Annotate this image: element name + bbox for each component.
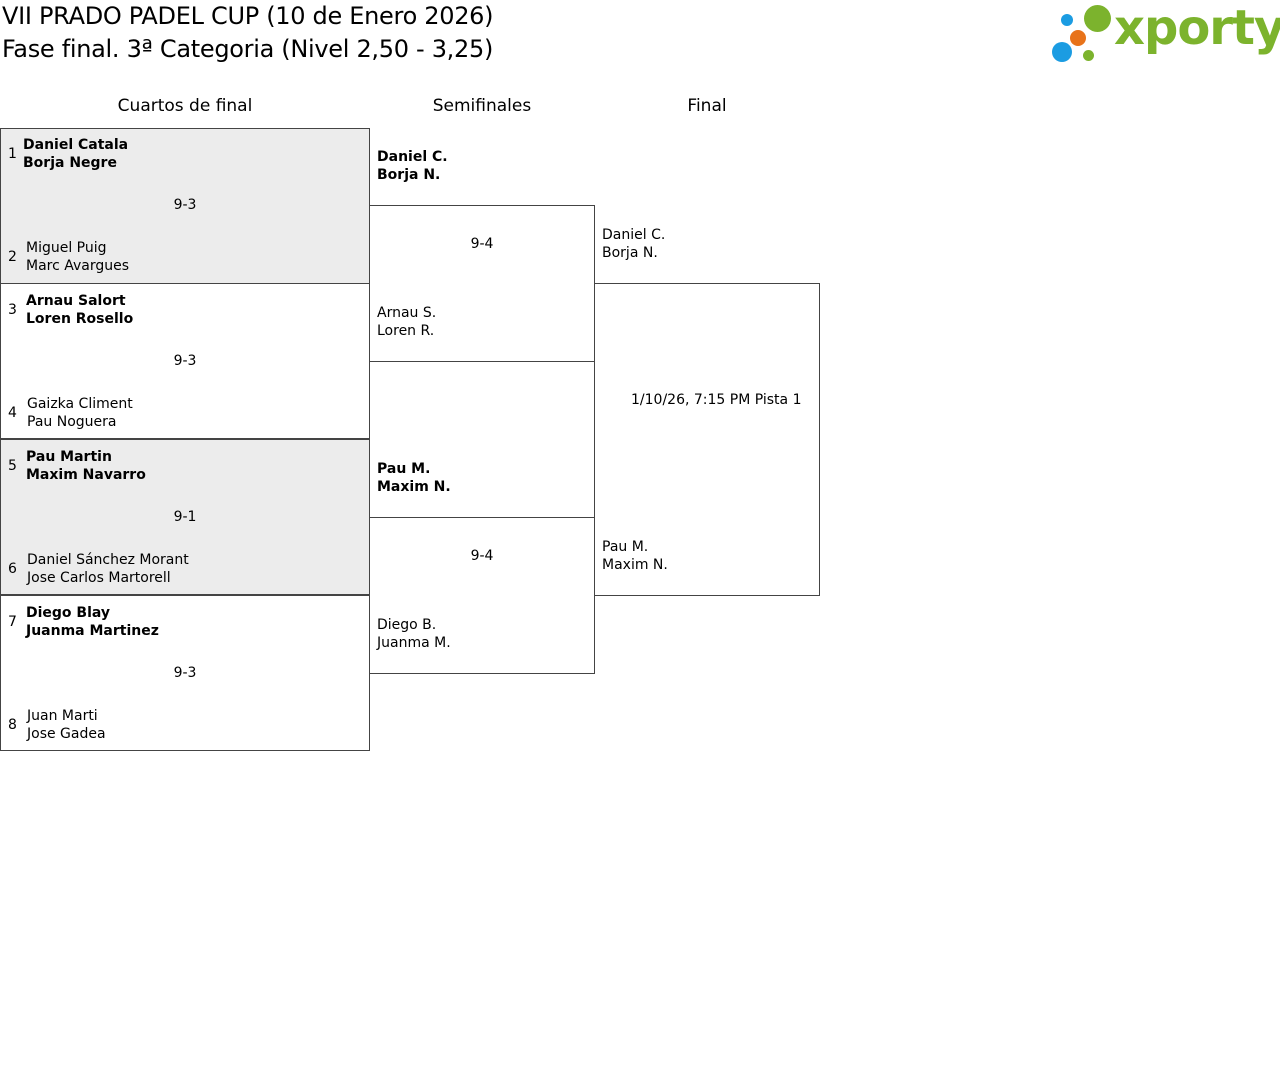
semifinal-1-team-winner: Daniel C. Borja N. [377,148,448,184]
player-name: Miguel Puig [26,240,107,256]
match-score: 9-4 [470,548,494,564]
player-name: Borja N. [377,167,441,183]
round-header-quarterfinals: Cuartos de final [117,96,253,116]
logo-wordmark: xporty [1114,0,1280,56]
team-winner: Diego Blay Juanma Martinez [26,604,159,640]
round-header-final: Final [687,96,727,116]
quarterfinal-match-4[interactable]: 7 Diego Blay Juanma Martinez 9-3 8 Juan … [0,595,370,751]
match-score: 9-3 [173,197,197,213]
xporty-logo: xporty [1050,0,1280,68]
match-score: 9-3 [173,353,197,369]
match-score: 9-4 [470,236,494,252]
team-winner: Pau Martin Maxim Navarro [26,448,146,484]
player-name: Pau Martin [26,449,112,465]
player-name: Daniel Sánchez Morant [27,552,189,568]
team-loser: Daniel Sánchez Morant Jose Carlos Martor… [27,551,189,587]
logo-dot-blue-large-icon [1052,42,1072,62]
seed-number: 6 [8,561,17,577]
round-header-semifinals: Semifinales [432,96,532,116]
player-name: Pau M. [602,539,649,555]
player-name: Pau Noguera [27,414,117,430]
quarterfinal-match-2[interactable]: 3 Arnau Salort Loren Rosello 9-3 4 Gaizk… [0,283,370,439]
player-name: Pau M. [377,461,431,477]
player-name: Maxim N. [377,479,451,495]
semifinal-match-2[interactable]: 9-4 Diego B. Juanma M. [369,517,595,674]
logo-dot-orange-icon [1070,30,1086,46]
quarterfinal-match-3[interactable]: 5 Pau Martin Maxim Navarro 9-1 6 Daniel … [0,439,370,595]
team-loser: Miguel Puig Marc Avargues [26,239,129,275]
player-name: Gaizka Climent [27,396,133,412]
team-loser: Arnau S. Loren R. [377,304,436,340]
quarterfinal-match-1[interactable]: 1 Daniel Catala Borja Negre 9-3 2 Miguel… [0,128,370,284]
team-winner: Arnau Salort Loren Rosello [26,292,133,328]
final-match[interactable]: 1/10/26, 7:15 PM Pista 1 Pau M. Maxim N. [594,283,820,596]
player-name: Maxim N. [602,557,668,573]
player-name: Daniel C. [377,149,448,165]
player-name: Diego Blay [26,605,111,621]
seed-number: 2 [8,249,17,265]
logo-dot-green-small-icon [1083,50,1094,61]
player-name: Daniel Catala [23,137,129,153]
player-name: Arnau Salort [26,293,126,309]
team-winner: Daniel Catala Borja Negre [23,136,128,172]
seed-number: 4 [8,405,17,421]
semifinal-match-1[interactable]: 9-4 Arnau S. Loren R. [369,205,595,362]
match-score: 9-1 [173,509,197,525]
final-team-b: Pau M. Maxim N. [602,538,668,574]
player-name: Marc Avargues [26,258,130,274]
player-name: Borja N. [602,245,658,261]
seed-number: 8 [8,717,17,733]
player-name: Juan Marti [27,708,98,724]
team-loser: Juan Marti Jose Gadea [27,707,106,743]
seed-number: 3 [8,302,17,318]
semifinal-2-team-winner: Pau M. Maxim N. [377,460,451,496]
match-schedule: 1/10/26, 7:15 PM Pista 1 [631,392,802,408]
player-name: Borja Negre [23,155,117,171]
seed-number: 5 [8,458,17,474]
seed-number: 7 [8,614,17,630]
player-name: Juanma Martinez [26,623,159,639]
match-score: 9-3 [173,665,197,681]
team-loser: Gaizka Climent Pau Noguera [27,395,133,431]
team-loser: Diego B. Juanma M. [377,616,451,652]
player-name: Jose Gadea [27,726,106,742]
player-name: Juanma M. [377,635,451,651]
player-name: Loren Rosello [26,311,134,327]
player-name: Daniel C. [602,227,666,243]
seed-number: 1 [8,146,17,162]
logo-dot-green-icon [1084,5,1111,32]
player-name: Diego B. [377,617,437,633]
player-name: Loren R. [377,323,435,339]
page-title: VII PRADO PADEL CUP (10 de Enero 2026) [2,2,494,30]
page-subtitle: Fase final. 3ª Categoria (Nivel 2,50 - 3… [2,35,494,63]
final-team-a: Daniel C. Borja N. [602,226,665,262]
player-name: Jose Carlos Martorell [27,570,171,586]
player-name: Arnau S. [377,305,437,321]
player-name: Maxim Navarro [26,467,146,483]
logo-dot-blue-small-icon [1061,14,1073,26]
